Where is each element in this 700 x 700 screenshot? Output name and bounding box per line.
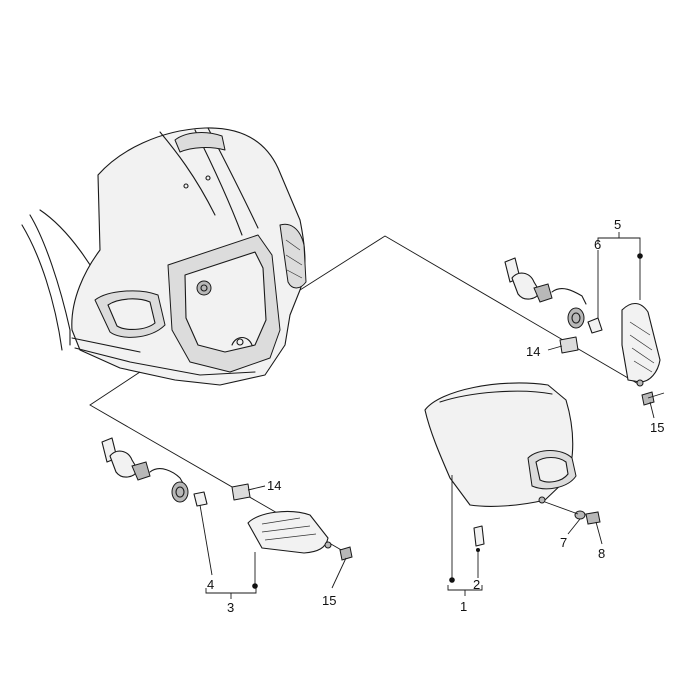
leader-body-left	[89, 371, 351, 556]
callout-2: 2	[473, 577, 480, 592]
callout-6: 6	[594, 237, 601, 252]
callout-14-left: 14	[267, 478, 281, 493]
front-body-panel	[21, 127, 307, 386]
leader-body-right	[299, 235, 641, 386]
callout-15-left: 15	[322, 593, 336, 608]
callout-14-right: 14	[526, 344, 540, 359]
left-turn-signal-assembly	[101, 437, 353, 561]
callout-leaders	[199, 232, 655, 599]
callout-7: 7	[560, 535, 567, 550]
tail-light-assembly	[424, 382, 601, 552]
callout-5: 5	[614, 217, 621, 232]
callout-3: 3	[227, 600, 234, 615]
callout-1: 1	[460, 599, 467, 614]
callout-15-right: 15	[650, 420, 664, 435]
right-turn-signal-assembly	[504, 257, 665, 406]
callout-4: 4	[207, 577, 214, 592]
callout-8: 8	[598, 546, 605, 561]
